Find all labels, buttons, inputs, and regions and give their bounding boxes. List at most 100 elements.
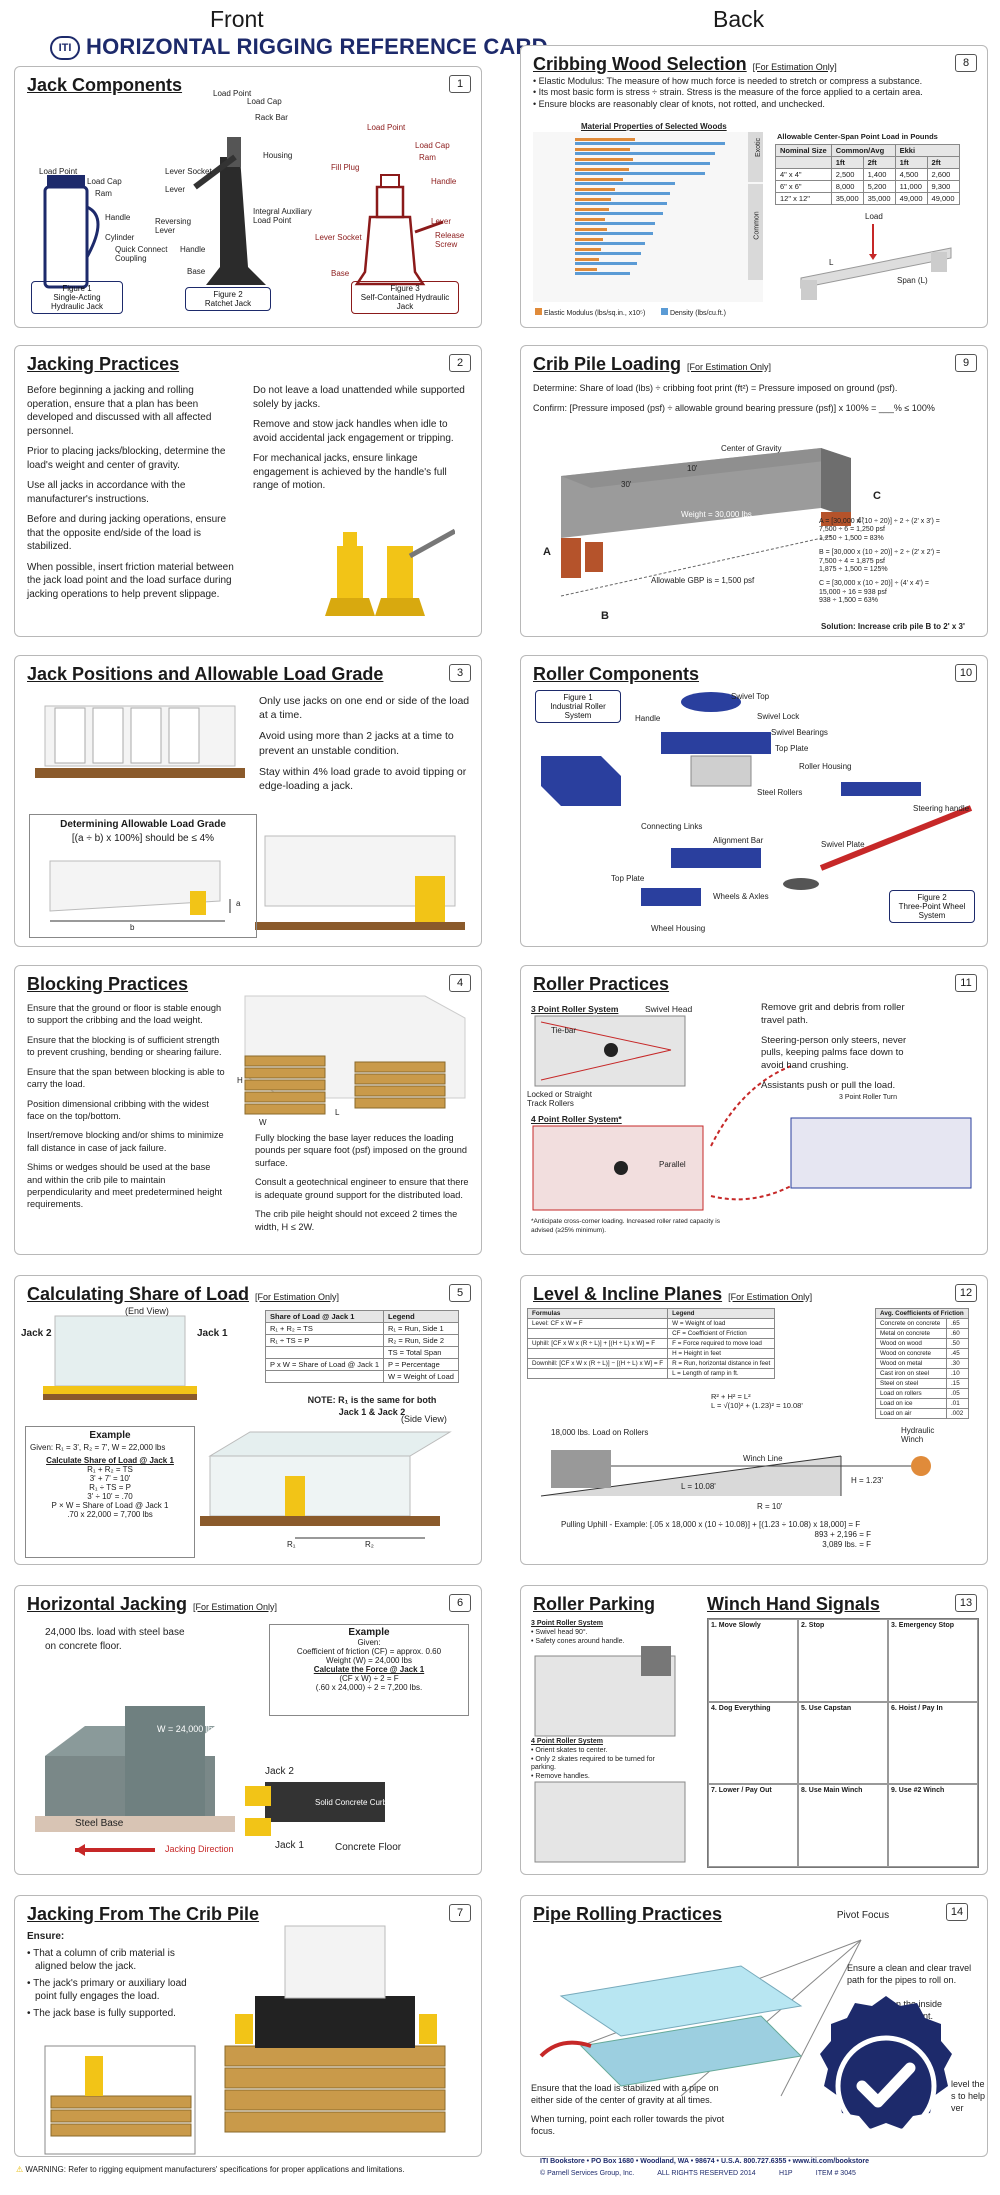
card-title: Horizontal Jacking <box>27 1594 188 1614</box>
card-jack-positions: Jack Positions and Allowable Load Grade … <box>14 655 482 947</box>
table-row: Wood on wood.50 <box>875 1338 969 1349</box>
card-number: 8 <box>955 54 977 72</box>
ensure-item: • That a column of crib material is alig… <box>27 1947 175 1973</box>
label-alignment-bar: Alignment Bar <box>713 836 764 845</box>
horizontal-jacking-illustration <box>35 1706 385 1856</box>
signal-cell: 9. Use #2 Winch <box>888 1784 978 1867</box>
label-curb: Solid Concrete Curb <box>315 1798 388 1807</box>
dim-4: 4' <box>857 516 863 525</box>
label-release-screw: Release Screw <box>435 231 465 249</box>
label-handle: Handle <box>105 213 131 222</box>
dim-a: a <box>236 899 241 908</box>
determine-text: Determine: Share of load (lbs) ÷ cribbin… <box>533 383 898 393</box>
table-row: W = Weight of Load <box>265 1370 459 1383</box>
practice-text: Do not leave a load unattended while sup… <box>253 385 465 410</box>
practice-text: Remove and stow jack handles when idle t… <box>253 419 454 444</box>
label-winch: Hydraulic Winch <box>901 1426 935 1444</box>
card-note: [For Estimation Only] <box>687 362 772 372</box>
roller-text: Assistants push or pull the load. <box>761 1080 896 1092</box>
label-reversing-lever: Reversing Lever <box>155 217 192 235</box>
crib-pile-illustration <box>244 995 466 1115</box>
label-R: R = 10' <box>757 1502 783 1511</box>
card-roller-parking: Roller Parking Winch Hand Signals 13 3 P… <box>520 1585 988 1875</box>
label-load-cap-3: Load Cap <box>415 141 450 150</box>
pile-c: C <box>873 490 881 502</box>
pile-b: B <box>601 610 609 622</box>
roller-components-illustration <box>541 692 973 906</box>
label-lever-socket-3: Lever Socket <box>315 233 362 242</box>
label-steel-base: Steel Base <box>75 1818 124 1829</box>
table-row: Cast iron on steel.10 <box>875 1368 969 1379</box>
signal-cell: 2. Stop <box>798 1619 888 1702</box>
coefficients-table: Avg. Coefficients of Friction Concrete o… <box>875 1308 969 1419</box>
label-weight: Weight = 30,000 lbs <box>681 510 752 519</box>
dim-l: L <box>335 1108 340 1117</box>
table-row: Uphill: [CF x W x (R ÷ L)] + [(H ÷ L) x … <box>526 1338 776 1349</box>
wood-chart-title: Material Properties of Selected Woods <box>581 122 727 131</box>
crib-jacking-illustration <box>44 1925 446 2155</box>
jacking-desc: 24,000 lbs. load with steel base on conc… <box>45 1627 185 1652</box>
card-number: 11 <box>955 974 977 992</box>
table-row: H = Height in feet <box>526 1348 776 1359</box>
label-aux-load-point: Integral Auxiliary Load Point <box>253 207 312 225</box>
label-ram-3: Ram <box>419 153 436 162</box>
roller-text: Steering-person only steers, never pulls… <box>761 1034 907 1072</box>
position-text: Stay within 4% load grade to avoid tippi… <box>259 765 467 792</box>
card-note: [For Estimation Only] <box>728 1292 813 1302</box>
table-row: Metal on concrete.60 <box>875 1328 969 1339</box>
card-number: 14 <box>946 1903 968 1921</box>
iti-logo: ITI <box>50 36 80 60</box>
label-wheels-axles: Wheels & Axles <box>713 892 769 901</box>
label-steering-handle: Steering handle <box>913 804 970 813</box>
label-steel-rollers: Steel Rollers <box>757 788 803 797</box>
label-ram: Ram <box>95 189 112 198</box>
position-text: Avoid using more than 2 jacks at a time … <box>259 730 454 757</box>
dim-b: b <box>130 923 135 932</box>
dim-h: H <box>237 1076 243 1085</box>
card-incline-planes: Level & Incline Planes[For Estimation On… <box>520 1275 988 1565</box>
solution-text: Solution: Increase crib pile B to 2' x 3… <box>821 622 965 631</box>
table-row: Concrete on concrete.65 <box>875 1318 969 1329</box>
label-jack-2: Jack 2 <box>21 1328 52 1339</box>
label-gbp: Allowable GBP is = 1,500 psf <box>651 576 755 585</box>
figure-3-caption: Figure 3 Self-Contained Hydraulic Jack <box>351 281 459 314</box>
practice-text: Prior to placing jacks/blocking, determi… <box>27 446 226 471</box>
label-load-point-2: Load Point <box>213 89 252 98</box>
label-side-view: (Side View) <box>401 1414 447 1424</box>
confirm-text: Confirm: [Pressure imposed (psf) ÷ allow… <box>533 403 935 413</box>
label-r1: R₁ <box>287 1540 296 1549</box>
table-row: TS = Total Span <box>265 1346 459 1359</box>
card-title: Jacking From The Crib Pile <box>27 1904 260 1924</box>
table-row: Wood on concrete.45 <box>875 1348 969 1359</box>
card-crib-pile-loading: Crib Pile Loading[For Estimation Only] 9… <box>520 345 988 637</box>
blocking-text: Ensure that the span between blocking is… <box>27 1066 225 1090</box>
card-crib-pile-jacking: Jacking From The Crib Pile 7 Ensure: • T… <box>14 1895 482 2157</box>
note-r1: NOTE: R₁ is the same for both Jack 1 & J… <box>307 1395 437 1418</box>
allowable-load-title: Allowable Center-Span Point Load in Poun… <box>777 132 938 141</box>
label-parallel: Parallel <box>659 1160 686 1169</box>
warning-footer: ⚠ WARNING: Refer to rigging equipment ma… <box>16 2165 405 2174</box>
incline-illustration <box>540 1450 931 1497</box>
label-jack-2: Jack 2 <box>265 1766 294 1777</box>
hand-signals-grid: 1. Move Slowly 2. Stop 3. Emergency Stop… <box>707 1618 979 1868</box>
label-3point: 3 Point Roller System <box>531 1004 619 1014</box>
card-title: Calculating Share of Load <box>27 1284 250 1304</box>
verified-seal-icon <box>820 1996 952 2137</box>
card-number: 7 <box>449 1904 471 1922</box>
dim-10: 10' <box>687 464 698 473</box>
table-row: Load on rollers.05 <box>875 1388 969 1399</box>
label-common: Common <box>753 211 761 240</box>
wood-bullet: • Ensure blocks are reasonably clear of … <box>533 98 825 109</box>
label-lever: Lever <box>165 185 186 194</box>
figure-1-caption: Figure 1 Single-Acting Hydraulic Jack <box>31 281 123 314</box>
label-swivel-lock: Swivel Lock <box>757 712 800 721</box>
roller-text: Remove grit and debris from roller trave… <box>761 1002 905 1026</box>
blocking-text: The crib pile height should not exceed 2… <box>255 1209 458 1232</box>
legend-density: Density (lbs/cu.ft.) <box>661 308 726 317</box>
card-number: 1 <box>449 75 471 93</box>
card-title: Jacking Practices <box>27 354 180 374</box>
label-span: Span (L) <box>897 276 928 285</box>
label-4point: 4 Point Roller System* <box>531 1114 622 1124</box>
label-jacking-direction: Jacking Direction <box>165 1844 234 1854</box>
